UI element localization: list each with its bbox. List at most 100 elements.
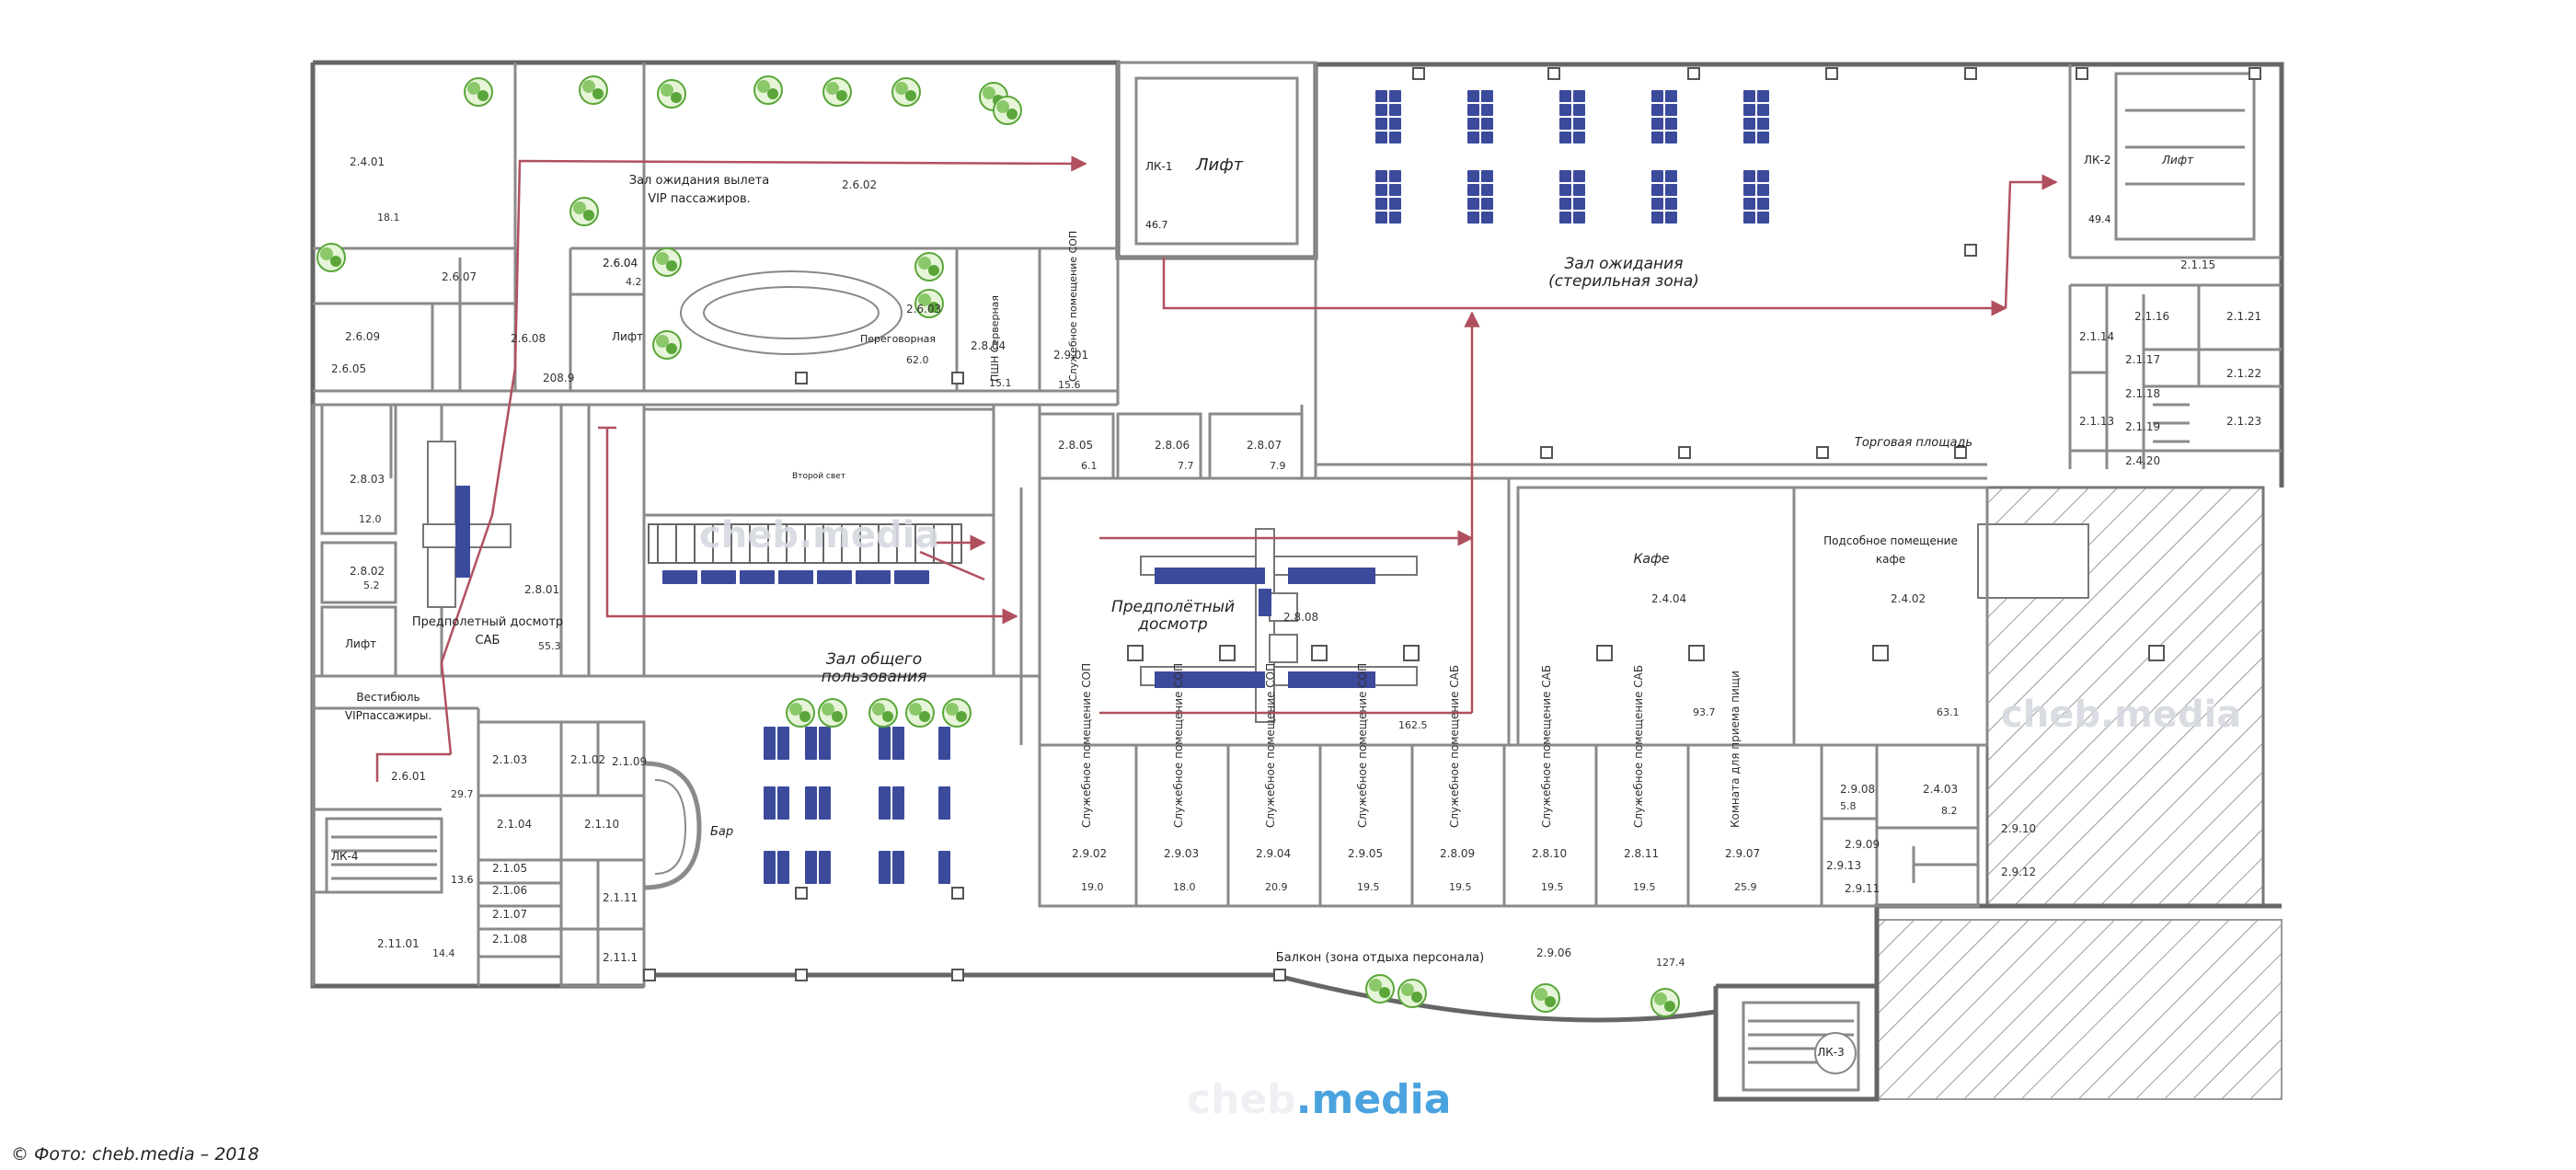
seat <box>938 786 950 820</box>
plant <box>1365 974 1395 1004</box>
seat <box>1467 184 1479 196</box>
seat <box>1743 198 1755 210</box>
label-meeting: Переговорная <box>860 333 936 345</box>
plant <box>652 330 682 360</box>
room-area: 5.2 <box>363 579 380 591</box>
seat <box>1481 118 1493 130</box>
seat <box>1375 132 1387 143</box>
room-number: 2.1.16 <box>2134 310 2169 323</box>
seat <box>1651 198 1663 210</box>
seat <box>938 727 950 760</box>
belt <box>1155 671 1265 688</box>
room-area: 7.7 <box>1178 460 1194 472</box>
plant <box>753 75 783 105</box>
room-number: 2.8.02 <box>350 565 385 578</box>
label-sterile-2: (стерильная зона) <box>1548 272 1699 291</box>
belt <box>1155 568 1265 584</box>
label-cafe-aux-1: Подсобное помещение <box>1823 534 1958 547</box>
seat <box>1651 132 1663 143</box>
plant <box>905 698 935 728</box>
label-lk4: ЛК-4 <box>331 850 359 863</box>
seat <box>1559 184 1571 196</box>
service-room-title: Служебное помещение СОП <box>1172 663 1185 828</box>
seat <box>805 851 817 884</box>
seat <box>1375 198 1387 210</box>
label-public-2: пользования <box>822 668 927 686</box>
seat <box>1651 184 1663 196</box>
room-area: 6.1 <box>1081 460 1098 472</box>
seat <box>1573 90 1585 102</box>
seat <box>1389 132 1401 143</box>
room-number: 2.9.06 <box>1536 946 1571 959</box>
seat <box>1757 184 1769 196</box>
seat <box>1375 212 1387 224</box>
seat <box>1651 170 1663 182</box>
seat <box>1665 90 1677 102</box>
seat <box>1481 184 1493 196</box>
seat <box>1665 132 1677 143</box>
room-number: 2.6.09 <box>345 330 380 343</box>
seat <box>819 727 831 760</box>
seat <box>1467 170 1479 182</box>
plant <box>1650 988 1680 1017</box>
seat <box>1743 170 1755 182</box>
seat <box>1389 212 1401 224</box>
seat <box>701 570 736 584</box>
label-lift-2: Лифт <box>2161 154 2194 166</box>
seat <box>1559 90 1571 102</box>
hatched-areas <box>1876 486 2283 1100</box>
room-area: 20.9 <box>1265 881 1288 893</box>
seat <box>1375 184 1387 196</box>
room-number: 2.1.10 <box>584 818 619 831</box>
plant <box>652 247 682 277</box>
room-area: 5.8 <box>1840 800 1857 812</box>
room-number: 2.6.04 <box>603 257 638 270</box>
label-precheck-2: досмотр <box>1137 615 1208 634</box>
room-number: 2.8.10 <box>1532 847 1567 860</box>
seat <box>894 570 929 584</box>
label-vestibule-2: VIPпассажиры. <box>345 709 431 722</box>
room-number: 2.11.1 <box>603 951 638 964</box>
service-room-title: Комната для приема пищи <box>1729 671 1742 828</box>
seat <box>1481 170 1493 182</box>
room-number: 2.9.03 <box>1164 847 1199 860</box>
seat <box>764 786 776 820</box>
label-lk2-area: 49.4 <box>2088 213 2111 225</box>
seat <box>1389 184 1401 196</box>
seat <box>1651 104 1663 116</box>
label-public-1: Зал общего <box>826 650 922 669</box>
label-precheck-vip-1: Предполетный досмотр <box>412 615 563 629</box>
room-number: 2.1.15 <box>2180 258 2215 271</box>
label-service-sop: Служебное помещение СОП <box>1067 231 1079 382</box>
room-area: 8.2 <box>1941 805 1958 817</box>
seat <box>805 727 817 760</box>
room-number: 2.1.09 <box>612 755 647 768</box>
label-server: ПШН Серверная <box>989 295 1001 382</box>
seat <box>1757 212 1769 224</box>
flow-arrows <box>375 155 2058 782</box>
plants <box>316 75 1680 1017</box>
room-number: 2.8.08 <box>1283 611 1318 624</box>
room-number: 2.6.05 <box>331 362 366 375</box>
room-number: 2.4.03 <box>1923 783 1958 796</box>
seat <box>1559 170 1571 182</box>
watermark-overlay-1: cheb.media <box>699 514 939 556</box>
seat <box>1573 104 1585 116</box>
room-area: 55.3 <box>538 640 561 652</box>
room-number: 2.1.23 <box>2226 415 2261 428</box>
room-number: 2.6.08 <box>511 332 546 345</box>
seat <box>1481 212 1493 224</box>
columns <box>643 67 2261 981</box>
room-number: 2.6.07 <box>442 270 477 283</box>
seats <box>455 90 1769 884</box>
room-area: 19.5 <box>1541 881 1564 893</box>
watermark-overlay-2: cheb.media <box>2001 694 2241 736</box>
room-area: 25.9 <box>1734 881 1757 893</box>
seat <box>1757 118 1769 130</box>
seat <box>892 786 904 820</box>
plant <box>868 698 898 728</box>
plant <box>569 197 599 226</box>
room-number: 2.4.20 <box>2125 454 2160 467</box>
plant <box>822 77 852 107</box>
